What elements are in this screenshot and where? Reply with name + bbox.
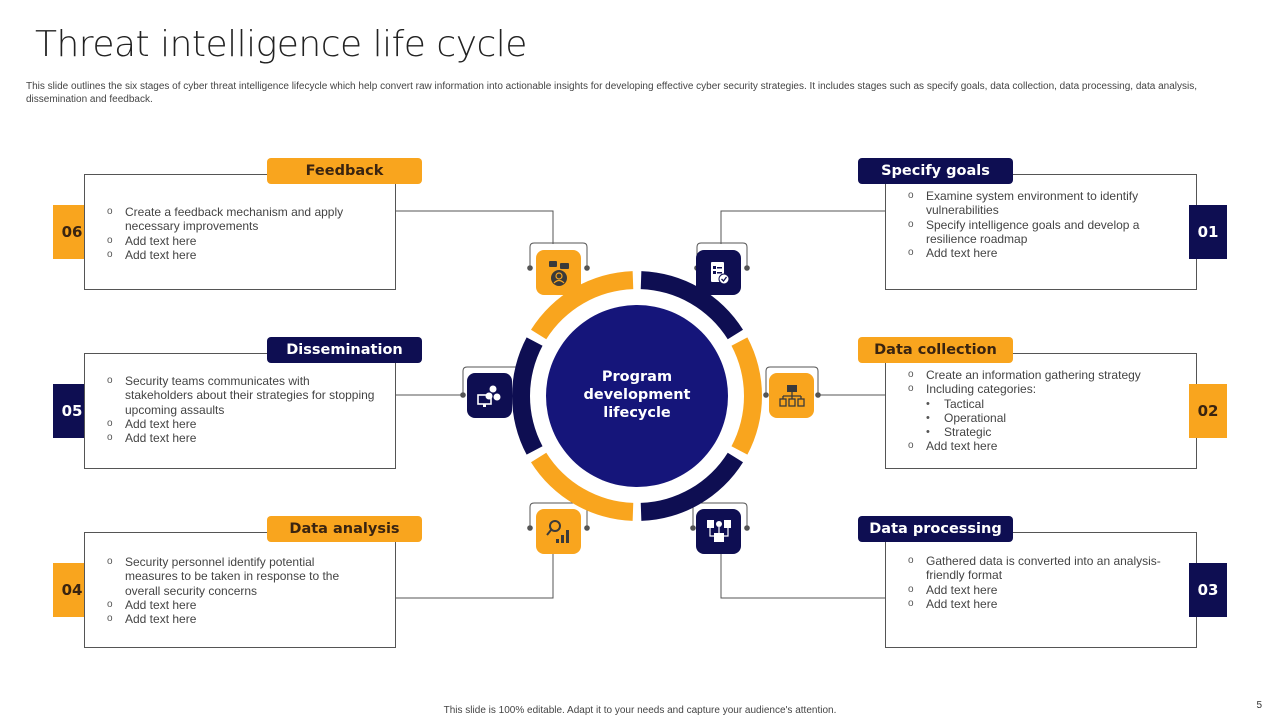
stage-card-dissemination: Security teams communicates with stakeho… (84, 353, 396, 469)
stage-number-01: 01 (1189, 205, 1227, 259)
icon-bracket (765, 366, 819, 395)
connector-dot (690, 525, 696, 531)
connector-dot (584, 525, 590, 531)
bullet-item: Strategic (906, 425, 1166, 440)
ring-segment-dissemination (511, 337, 543, 455)
connector-feedback (396, 210, 554, 244)
icon-bracket (696, 242, 748, 268)
center-circle (546, 305, 728, 487)
monitor-people-icon (476, 385, 500, 407)
connector-data-processing (720, 554, 885, 599)
stage-bullets: Create an information gathering strategy… (906, 368, 1166, 454)
connector-specify-goals (720, 210, 885, 244)
connector-dot (744, 265, 750, 271)
stage-title-feedback: Feedback (267, 158, 422, 184)
bullet-item: Add text here (105, 248, 365, 263)
stage-bullets: Create a feedback mechanism and apply ne… (105, 205, 365, 262)
connector-dot (460, 392, 466, 398)
cycle-ring (511, 271, 763, 521)
ring-segment-feedback (530, 271, 634, 340)
stage-card-data-analysis: Security personnel identify potential me… (84, 532, 396, 648)
ring-segment-data-collection (731, 337, 763, 455)
folder-network-icon (778, 384, 805, 407)
stage-card-feedback: Create a feedback mechanism and apply ne… (84, 174, 396, 290)
bullet-item: Add text here (105, 417, 380, 432)
bullet-item: Security personnel identify potential me… (105, 555, 365, 598)
dissemination-icon-box (467, 373, 512, 418)
footer-note: This slide is 100% editable. Adapt it to… (443, 705, 837, 716)
magnifier-chart-icon (545, 519, 569, 543)
bullet-item: Create an information gathering strategy (906, 368, 1166, 383)
bullet-item: Add text here (906, 583, 1166, 598)
bullet-item: Security teams communicates with stakeho… (105, 374, 380, 417)
slide-subtitle: This slide outlines the six stages of cy… (26, 81, 1197, 105)
data-processing-icon-box (696, 509, 741, 554)
bullet-item: Including categories: (906, 382, 1166, 397)
data-collection-icon-box (769, 373, 814, 418)
connector-dot (815, 392, 821, 398)
stage-bullets: Security teams communicates with stakeho… (105, 374, 380, 446)
bullet-item: Add text here (906, 597, 1166, 612)
server-flow-icon (706, 519, 731, 542)
bullet-item: Add text here (105, 598, 365, 613)
center-label: Program development lifecycle (583, 369, 691, 421)
stage-title-data-analysis: Data analysis (267, 516, 422, 542)
stage-number-02: 02 (1189, 384, 1227, 438)
ring-segment-data-processing (640, 452, 744, 521)
stage-bullets: Gathered data is converted into an analy… (906, 554, 1166, 611)
specify-goals-icon-box (696, 250, 741, 295)
connector-dot (584, 265, 590, 271)
stage-card-data-processing: Gathered data is converted into an analy… (885, 532, 1197, 648)
bullet-item: Tactical (906, 397, 1166, 412)
bullet-item: Specify intelligence goals and develop a… (906, 218, 1166, 247)
ring-segment-data-analysis (530, 452, 634, 521)
stage-number-03: 03 (1189, 563, 1227, 617)
stage-bullets: Examine system environment to identify v… (906, 189, 1166, 261)
bullet-item: Add text here (105, 234, 365, 249)
connector-dot (527, 265, 533, 271)
stage-title-data-processing: Data processing (858, 516, 1013, 542)
checklist-gear-icon (710, 261, 729, 284)
stage-bullets: Security personnel identify potential me… (105, 555, 365, 627)
connector-dot (527, 525, 533, 531)
bullet-item: Add text here (105, 612, 365, 627)
person-chat-icon (548, 260, 569, 286)
stage-title-specify-goals: Specify goals (858, 158, 1013, 184)
connector-dot (763, 392, 769, 398)
stage-title-dissemination: Dissemination (267, 337, 422, 363)
bullet-item: Create a feedback mechanism and apply ne… (105, 205, 365, 234)
data-analysis-icon-box (536, 509, 581, 554)
page-number: 5 (1256, 700, 1262, 711)
bullet-item: Gathered data is converted into an analy… (906, 554, 1166, 583)
connector-data-analysis (396, 554, 554, 599)
bullet-item: Add text here (105, 431, 380, 446)
stage-card-data-collection: Create an information gathering strategy… (885, 353, 1197, 469)
bullet-item: Add text here (906, 246, 1166, 261)
bullet-item: Operational (906, 411, 1166, 426)
connector-dot (744, 525, 750, 531)
bullet-item: Add text here (906, 439, 1166, 454)
ring-segment-specify-goals (640, 271, 744, 340)
stage-card-specify-goals: Examine system environment to identify v… (885, 174, 1197, 290)
bullet-item: Examine system environment to identify v… (906, 189, 1166, 218)
slide-title: Threat intelligence life cycle (35, 24, 527, 65)
feedback-icon-box (536, 250, 581, 295)
stage-title-data-collection: Data collection (858, 337, 1013, 363)
icon-bracket (529, 242, 588, 268)
